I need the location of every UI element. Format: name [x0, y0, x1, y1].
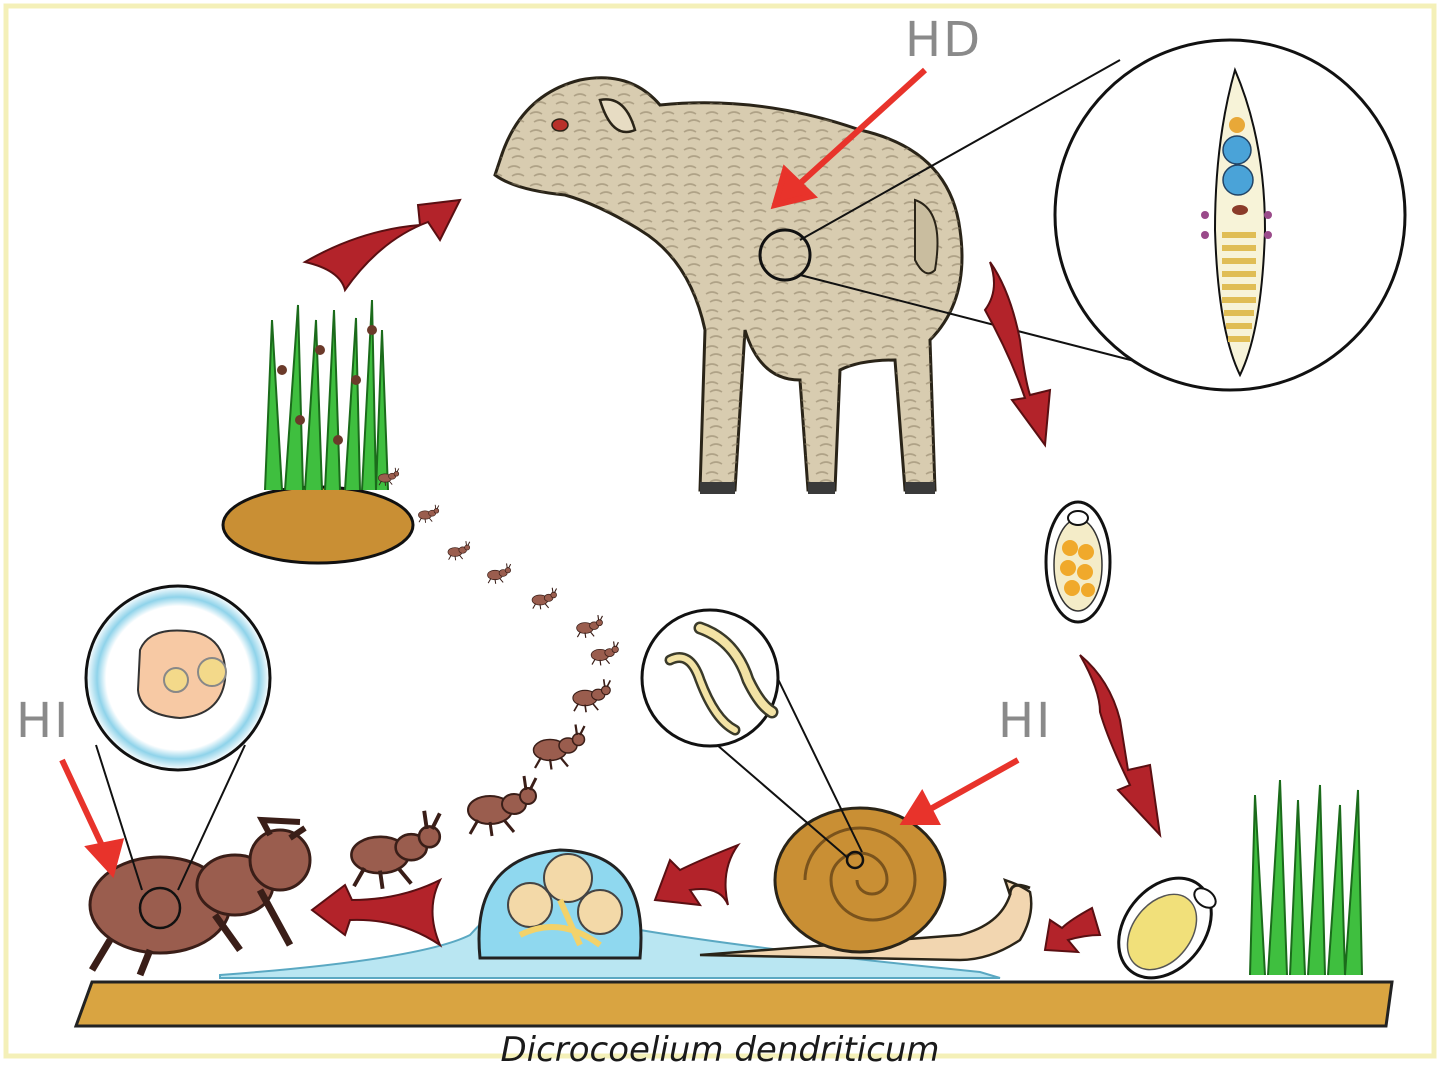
snail [699, 806, 1033, 962]
grass-clump [1249, 779, 1363, 976]
pointer-to-snail [923, 757, 1020, 815]
diagram-caption: Dicrocoelium dendriticum [500, 1030, 940, 1070]
sheep-illustration [493, 76, 964, 494]
grass-with-ants [221, 299, 415, 565]
ground [73, 980, 1394, 1028]
pointer-to-sheep [792, 67, 928, 191]
arrow-egg-down [1079, 654, 1162, 839]
arrow-egg-to-snail [1043, 906, 1102, 954]
label-definitive-host: HD [905, 12, 983, 68]
adult-fluke-zoom [1053, 38, 1407, 392]
slime-ball-cercariae [477, 848, 643, 960]
egg-on-ground [1117, 876, 1217, 980]
label-intermediate-host-snail: HI [998, 693, 1053, 749]
sporocyst-zoom [640, 608, 780, 748]
cycle-arrows [302, 198, 1162, 954]
arrow-grass-to-sheep [302, 198, 462, 293]
egg-in-feces [1044, 500, 1112, 624]
diagram-frame [3, 3, 1437, 1059]
label-intermediate-host-ant: HI [16, 693, 71, 749]
arrow-snail-to-slime [653, 842, 741, 907]
host-pointer-arrows [59, 67, 1020, 879]
pointer-to-ant [59, 758, 108, 854]
metacercaria-cyst-zoom [84, 584, 272, 772]
infected-ant [88, 816, 312, 977]
arrow-slime-to-ant [310, 877, 443, 948]
arrow-sheep-to-feces [983, 261, 1052, 448]
